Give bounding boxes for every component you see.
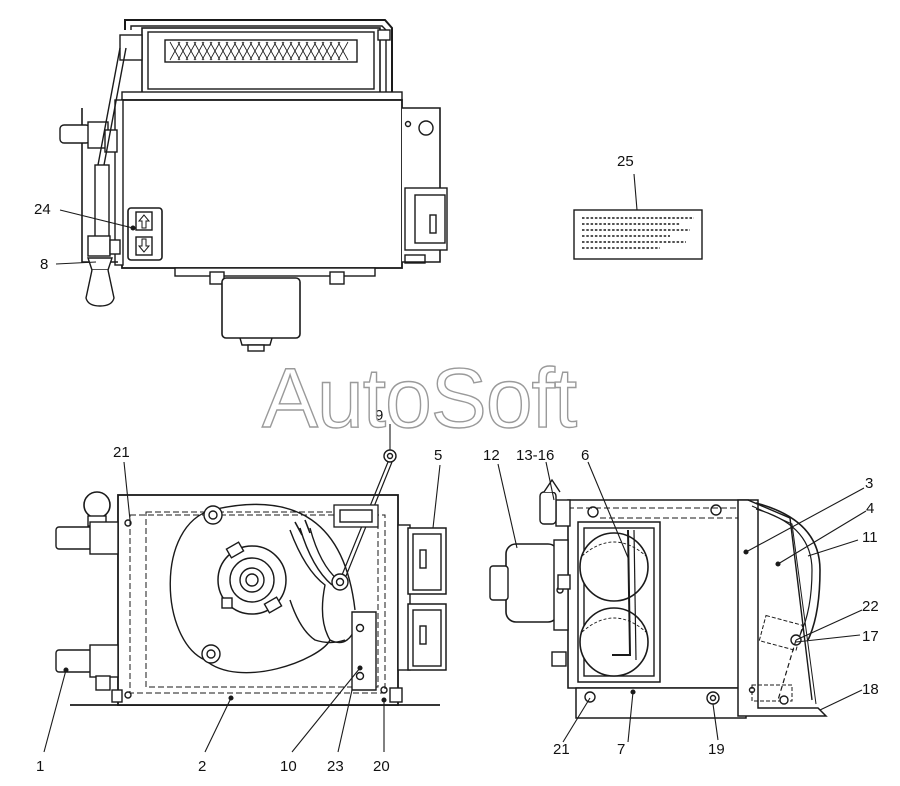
callout-7: 7	[617, 741, 625, 758]
callout-4: 4	[866, 500, 874, 517]
callout-labels: 24 8 25 9 21 5 12 13-16 6 3 4 11 22 17 1…	[34, 153, 879, 775]
callout-18: 18	[862, 681, 879, 698]
callout-21-bottom: 21	[553, 741, 570, 758]
callout-10: 10	[280, 758, 297, 775]
callout-22: 22	[862, 598, 879, 615]
top-view	[59, 19, 448, 352]
front-view	[55, 449, 447, 706]
leader-lines	[43, 173, 867, 753]
callout-1: 1	[36, 758, 44, 775]
label-plate	[573, 209, 703, 260]
watermark: AutoSoft	[262, 351, 577, 445]
callout-24: 24	[34, 201, 51, 218]
callout-12: 12	[483, 447, 500, 464]
callout-8: 8	[40, 256, 48, 273]
callout-6: 6	[581, 447, 589, 464]
callout-11: 11	[862, 529, 878, 546]
callout-2: 2	[198, 758, 206, 775]
callout-25: 25	[617, 153, 634, 170]
callout-23: 23	[327, 758, 344, 775]
callout-17: 17	[862, 628, 879, 645]
side-view	[489, 478, 828, 719]
callout-13-16: 13-16	[516, 447, 554, 464]
callout-21-top: 21	[113, 444, 130, 461]
callout-19: 19	[708, 741, 725, 758]
vent-grille	[164, 39, 358, 63]
callout-5: 5	[434, 447, 442, 464]
callout-20: 20	[373, 758, 390, 775]
callout-9: 9	[375, 407, 383, 424]
callout-3: 3	[865, 475, 873, 492]
